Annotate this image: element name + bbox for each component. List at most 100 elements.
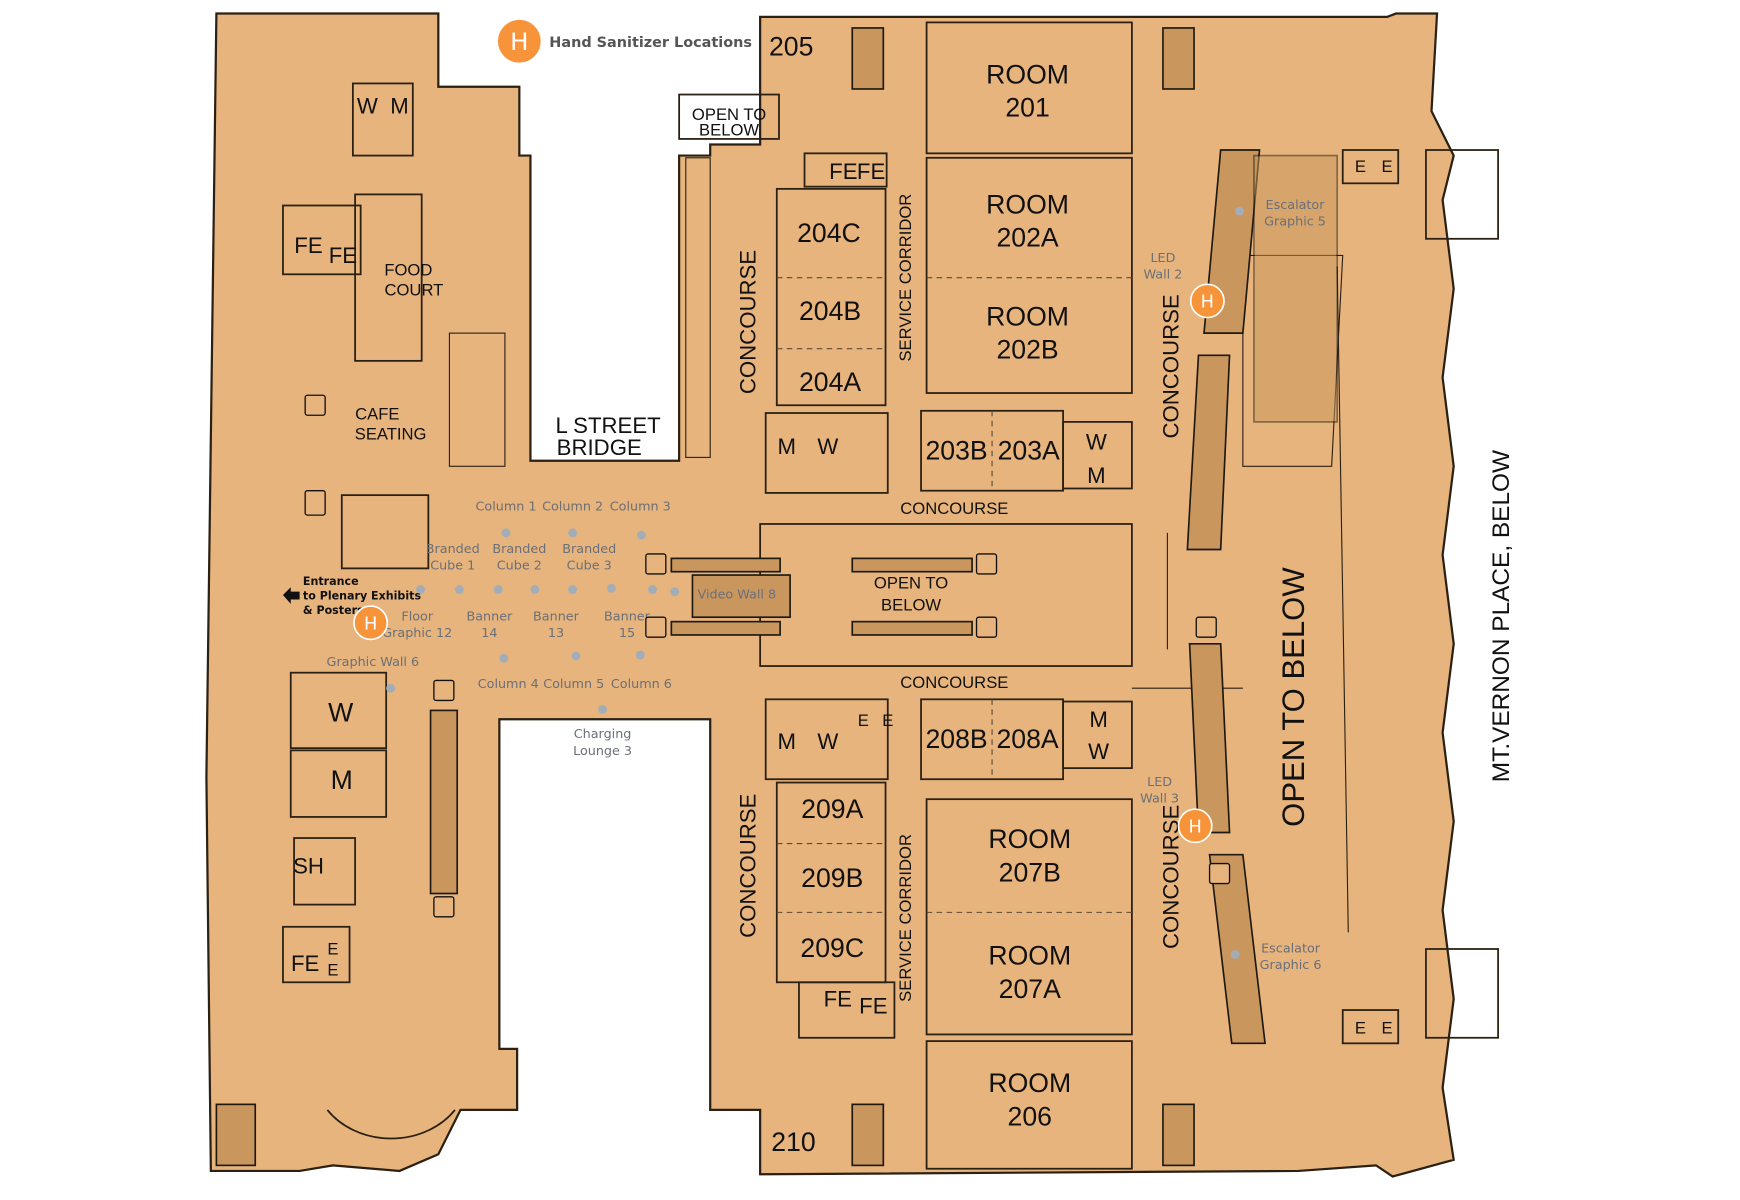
mens-restroom: M bbox=[390, 93, 408, 118]
room-203a: 203A bbox=[998, 436, 1060, 466]
banner-13-num: 13 bbox=[548, 626, 564, 641]
room-206-label: ROOM bbox=[988, 1068, 1071, 1098]
elevator-label: E bbox=[1355, 1018, 1366, 1037]
room-209a: 209A bbox=[801, 794, 863, 824]
legend: H Hand Sanitizer Locations bbox=[496, 18, 752, 65]
column-2: Column 2 bbox=[542, 500, 603, 515]
elevator-label: E bbox=[882, 711, 893, 730]
banner-15-num: 15 bbox=[619, 626, 635, 641]
banner-15: Banner bbox=[604, 610, 651, 625]
room-202b-number: 202B bbox=[996, 335, 1058, 365]
l-street-bridge-2: BRIDGE bbox=[557, 435, 642, 460]
escalator-graphic-5: Escalator bbox=[1266, 198, 1326, 213]
open-to-below-top-2: BELOW bbox=[699, 121, 759, 140]
womens-restroom: W bbox=[1088, 739, 1109, 764]
fe-label: FE bbox=[829, 159, 857, 184]
hand-sanitizer-icon[interactable] bbox=[1189, 283, 1225, 319]
open-to-below-mid-2: BELOW bbox=[881, 596, 941, 615]
cafe-seating-2: SEATING bbox=[355, 425, 427, 444]
branded-cube-3-num: Cube 3 bbox=[567, 558, 612, 573]
fe-label: FE bbox=[857, 159, 885, 184]
entrance-label-2: to Plenary Exhibits bbox=[303, 589, 422, 602]
hand-sanitizer-icon[interactable] bbox=[1177, 808, 1213, 844]
room-209b: 209B bbox=[801, 863, 863, 893]
column-3: Column 3 bbox=[610, 500, 671, 515]
l-street-bridge: L STREET bbox=[556, 413, 662, 438]
food-court: FOOD bbox=[384, 260, 432, 279]
fe-label: FE bbox=[824, 987, 852, 1012]
concourse-vertical: CONCOURSE bbox=[1158, 294, 1183, 438]
banner-14: Banner bbox=[466, 610, 513, 625]
led-wall-3-num: Wall 3 bbox=[1140, 792, 1179, 807]
hand-sanitizer-marker-letter: H bbox=[1188, 817, 1201, 837]
hand-sanitizer-marker[interactable]: H bbox=[1189, 283, 1225, 319]
elevator-label: E bbox=[1382, 1018, 1393, 1037]
room-208b: 208B bbox=[925, 724, 987, 754]
column-4: Column 4 bbox=[478, 677, 539, 692]
mens-restroom: M bbox=[1087, 463, 1105, 488]
fe-label: FE bbox=[291, 951, 319, 976]
mens-restroom: M bbox=[778, 729, 796, 754]
womens-restroom: W bbox=[328, 698, 354, 728]
fe-label: FE bbox=[294, 233, 322, 258]
room-204c: 204C bbox=[797, 218, 861, 248]
concourse-label: CONCOURSE bbox=[900, 673, 1008, 692]
escalator-graphic-5-num: Graphic 5 bbox=[1264, 214, 1326, 229]
branded-cube-2-num: Cube 2 bbox=[497, 558, 542, 573]
hand-sanitizer-marker[interactable]: H bbox=[353, 605, 389, 641]
charging-lounge-3: Charging bbox=[574, 727, 632, 742]
room-206-number: 206 bbox=[1008, 1101, 1052, 1131]
elevator-label: E bbox=[327, 940, 338, 959]
hand-sanitizer-marker[interactable]: H bbox=[1177, 808, 1213, 844]
womens-restroom: W bbox=[1086, 430, 1107, 455]
hand-sanitizer-icon[interactable] bbox=[353, 605, 389, 641]
escalator-graphic-6-num: Graphic 6 bbox=[1260, 958, 1322, 973]
room-207a-number: 207A bbox=[999, 974, 1061, 1004]
hand-sanitizer-marker-letter: H bbox=[364, 614, 377, 634]
entrance-label: Entrance bbox=[303, 575, 359, 588]
escalator-graphic-6: Escalator bbox=[1261, 941, 1321, 956]
hand-sanitizer-legend-icon bbox=[496, 18, 543, 65]
column-6: Column 6 bbox=[611, 677, 672, 692]
branded-cube-2: Branded bbox=[492, 542, 546, 557]
open-to-below-top: OPEN TO bbox=[692, 105, 766, 124]
elevator-label: E bbox=[1355, 157, 1366, 176]
signage-dots bbox=[386, 206, 1244, 959]
arrow-left-icon bbox=[282, 587, 300, 604]
cafe-seating: CAFE bbox=[355, 405, 399, 424]
floor-graphic-12: Floor bbox=[401, 610, 433, 625]
service-corridor: SERVICE CORRIDOR bbox=[896, 194, 915, 362]
fe-label: FE bbox=[329, 243, 357, 268]
room-209c: 209C bbox=[800, 933, 864, 963]
food-court-2: COURT bbox=[385, 280, 444, 299]
room-207b-label: ROOM bbox=[988, 824, 1071, 854]
room-202a-label: ROOM bbox=[986, 189, 1069, 219]
elevator-label: E bbox=[858, 711, 869, 730]
room-204a: 204A bbox=[799, 367, 861, 397]
signage-annotations: Column 1 Column 2 Column 3 Branded Cube … bbox=[327, 198, 1326, 973]
room-207a-label: ROOM bbox=[988, 941, 1071, 971]
banner-13: Banner bbox=[533, 610, 580, 625]
floor-graphic-12-num: Graphic 12 bbox=[382, 626, 452, 641]
led-wall-2-num: Wall 2 bbox=[1144, 268, 1183, 283]
room-201-number: 201 bbox=[1005, 93, 1049, 123]
elevator-label: E bbox=[327, 961, 338, 980]
escalator-icons bbox=[304, 394, 1231, 918]
concourse-vertical: CONCOURSE bbox=[736, 250, 761, 394]
hand-sanitizer-marker-letter: H bbox=[1201, 293, 1214, 313]
womens-restroom: W bbox=[357, 93, 378, 118]
escalators bbox=[215, 27, 1339, 1167]
branded-cube-3: Branded bbox=[562, 542, 616, 557]
concourse-vertical: CONCOURSE bbox=[736, 794, 761, 938]
led-wall-3: LED bbox=[1147, 775, 1172, 790]
entrance-label-3: & Posters bbox=[303, 604, 364, 617]
room-labels: 205 ROOM 201 OPEN TO BELOW FE FE 204C 20… bbox=[282, 32, 1515, 1157]
graphic-wall-6: Graphic Wall 6 bbox=[327, 655, 420, 670]
room-210: 210 bbox=[771, 1127, 815, 1157]
shower-label: SH bbox=[293, 854, 324, 879]
room-207b-number: 207B bbox=[999, 857, 1061, 887]
service-corridor: SERVICE CORRIDOR bbox=[896, 834, 915, 1002]
mens-restroom: M bbox=[778, 434, 796, 459]
branded-cube-1: Branded bbox=[426, 542, 480, 557]
